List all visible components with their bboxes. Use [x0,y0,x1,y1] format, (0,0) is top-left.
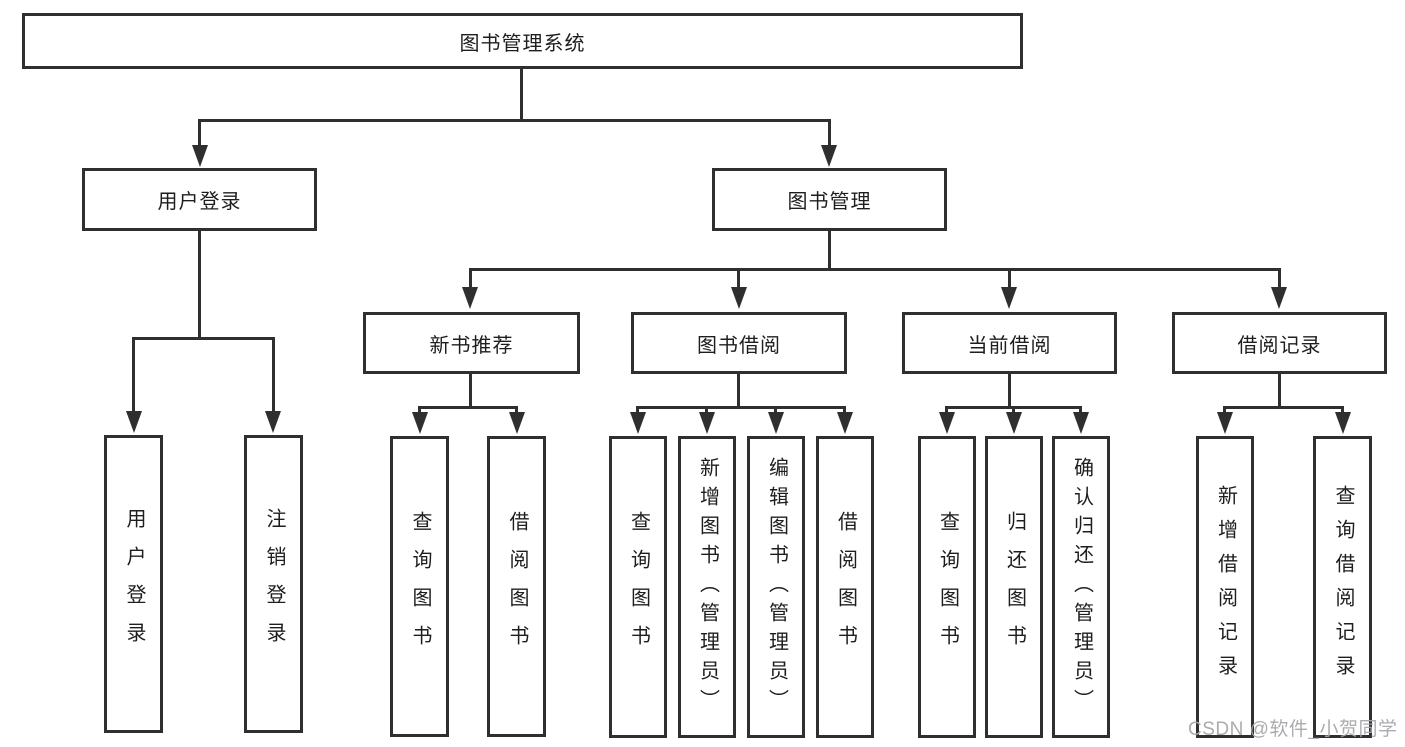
leaf-bb-add-book: 新增图书（管理员） [678,436,736,738]
node-book-borrow-label: 图书借阅 [697,334,781,357]
arrow-down-icon [192,145,208,167]
arrow-down-icon [731,287,747,309]
arrow-down-icon [837,412,853,434]
arrow-down-icon [1001,287,1017,309]
node-borrow-records-label: 借阅记录 [1237,334,1322,357]
connector-drop-user-login [198,119,201,146]
arrow-down-icon [126,411,142,433]
node-book-mgmt-label: 图书管理 [787,191,872,213]
connector-drop-group [737,268,740,288]
node-borrow-records: 借阅记录 [1172,312,1387,374]
leaf-user-login-label: 用户登录 [123,508,145,660]
leaf-bb-add-book-label: 新增图书（管理员） [696,456,719,718]
leaf-nb-query-book: 查询图书 [390,436,449,737]
arrow-down-icon [1335,412,1351,434]
connector-drop-leaf [1012,406,1015,415]
connector-group-stem [737,374,740,409]
leaf-bb-query-book: 查询图书 [609,436,667,738]
connector-level3-hline [469,268,1281,271]
watermark: CSDN @软件_小贺同学 [1188,719,1398,740]
leaf-nb-query-book-label: 查询图书 [409,510,431,663]
node-current-borrow-label: 当前借阅 [967,334,1052,357]
leaf-br-add-record: 新增借阅记录 [1196,436,1254,738]
connector-drop-leaf [843,406,846,415]
connector-level1-hline [198,119,831,122]
leaf-cb-confirm-return-label: 确认归还（管理员） [1070,456,1093,718]
connector-drop-group [1008,268,1011,288]
connector-group-stem [1278,374,1281,409]
node-root-label: 图书管理系统 [459,32,586,55]
arrow-down-icon [1217,412,1233,434]
connector-user-login-hline [132,337,275,340]
node-root: 图书管理系统 [22,13,1023,69]
arrow-down-icon [462,287,478,309]
arrow-down-icon [939,412,955,434]
connector-drop-leaf [705,406,708,415]
node-user-login: 用户登录 [82,168,317,231]
connector-group-hline [636,406,846,409]
connector-drop-leaf [272,337,275,412]
leaf-br-add-record-label: 新增借阅记录 [1214,485,1237,689]
leaf-cb-return-book-label: 归还图书 [1003,511,1026,663]
connector-drop-leaf [418,406,421,415]
connector-group-stem [1008,374,1011,409]
leaf-bb-edit-book: 编辑图书（管理员） [747,436,805,738]
leaf-nb-borrow-book-label: 借阅图书 [506,510,528,663]
connector-drop-leaf [515,406,518,415]
connector-book-mgmt-stem [828,231,831,271]
arrow-down-icon [699,412,715,434]
leaf-cb-query-book-label: 查询图书 [936,511,959,663]
connector-group-hline [418,406,518,409]
node-user-login-label: 用户登录 [157,191,242,213]
leaf-cb-confirm-return: 确认归还（管理员） [1052,436,1110,738]
node-book-mgmt: 图书管理 [712,168,947,231]
connector-drop-leaf [132,337,135,412]
connector-user-login-stem [198,231,201,340]
leaf-bb-borrow-book: 借阅图书 [816,436,874,738]
arrow-down-icon [821,145,837,167]
connector-drop-leaf [1223,406,1226,415]
connector-drop-group [469,268,472,288]
arrow-down-icon [265,411,281,433]
arrow-down-icon [509,412,525,434]
leaf-bb-edit-book-label: 编辑图书（管理员） [765,456,788,718]
leaf-br-query-record: 查询借阅记录 [1313,436,1372,738]
connector-group-stem [469,374,472,409]
connector-root-stem [520,69,523,122]
leaf-user-login: 用户登录 [104,435,163,733]
arrow-down-icon [768,412,784,434]
leaf-logout-label: 注销登录 [263,508,285,660]
connector-drop-leaf [636,406,639,415]
connector-group-hline [1223,406,1344,409]
connector-drop-leaf [1341,406,1344,415]
arrow-down-icon [1073,412,1089,434]
arrow-down-icon [412,412,428,434]
arrow-down-icon [1006,412,1022,434]
leaf-nb-borrow-book: 借阅图书 [487,436,546,737]
leaf-cb-return-book: 归还图书 [985,436,1043,738]
leaf-bb-borrow-book-label: 借阅图书 [834,511,857,663]
node-book-borrow: 图书借阅 [631,312,847,374]
leaf-bb-query-book-label: 查询图书 [627,511,650,663]
node-current-borrow: 当前借阅 [902,312,1117,374]
leaf-br-query-record-label: 查询借阅记录 [1332,485,1354,689]
arrow-down-icon [630,412,646,434]
node-new-book-rec-label: 新书推荐 [429,334,514,357]
node-new-book-rec: 新书推荐 [363,312,580,374]
arrow-down-icon [1271,287,1287,309]
connector-drop-book-mgmt [828,119,831,146]
leaf-logout: 注销登录 [244,435,303,733]
connector-drop-leaf [1079,406,1082,415]
connector-drop-leaf [774,406,777,415]
connector-drop-group [1278,268,1281,288]
leaf-cb-query-book: 查询图书 [918,436,976,738]
connector-drop-leaf [945,406,948,415]
